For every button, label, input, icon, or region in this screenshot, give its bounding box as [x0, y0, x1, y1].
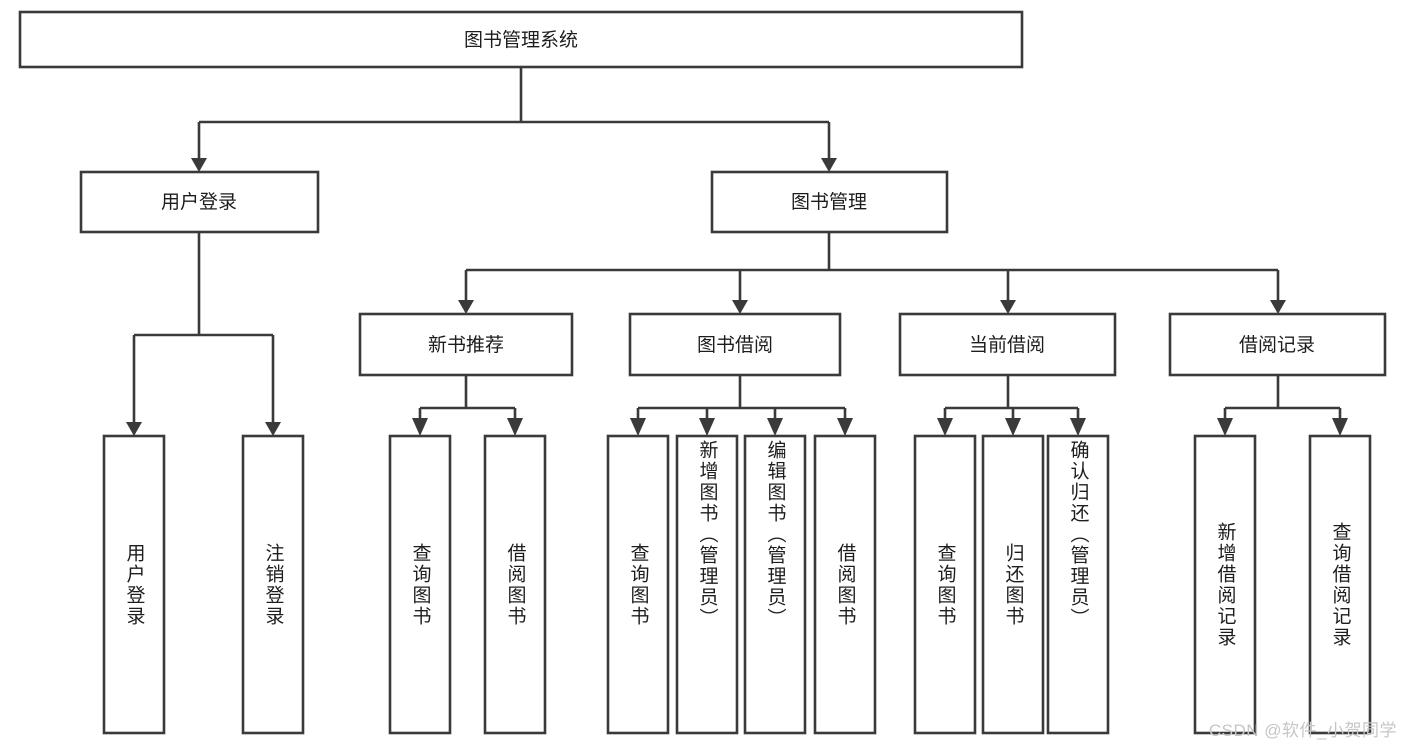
connector-layer	[126, 67, 1348, 436]
node-book-management-box[interactable]	[710, 170, 949, 234]
leaf-box-logout[interactable]	[241, 434, 305, 735]
arrowhead-leaf-logout	[265, 422, 281, 436]
node-user-login[interactable]: 用户登录	[79, 170, 320, 234]
arrowhead-leaf-add-record	[1217, 418, 1233, 436]
node-root[interactable]: 图书管理系统	[18, 10, 1024, 69]
node-book-management-label: 图书管理	[791, 191, 867, 213]
node-borrow-record[interactable]: 借阅记录	[1168, 312, 1387, 377]
leaf-box-user-login[interactable]	[102, 434, 166, 735]
node-book-management[interactable]: 图书管理	[710, 170, 949, 234]
arrowhead-leaf-query-book-1	[412, 418, 428, 436]
node-new-book-recommend[interactable]: 新书推荐	[358, 312, 574, 377]
node-book-borrow-box[interactable]	[628, 312, 842, 377]
arrowhead-user-login	[191, 158, 207, 172]
node-new-book-recommend-label: 新书推荐	[428, 334, 504, 356]
leaf-box-borrow-book-2[interactable]	[813, 434, 877, 735]
leaf-boxes-layer	[102, 434, 1372, 735]
arrowhead-leaf-edit-book	[767, 418, 783, 436]
arrowhead-leaf-query-record	[1332, 418, 1348, 436]
watermark-csdn: CSDN @软件_小贺同学	[1208, 721, 1397, 740]
arrowhead-book-mgmt	[821, 158, 837, 172]
node-new-book-recommend-box[interactable]	[358, 312, 574, 377]
arrowhead-leaf-return-book	[1005, 418, 1021, 436]
leaf-box-query-book-3[interactable]	[913, 434, 977, 735]
node-root-label: 图书管理系统	[464, 29, 578, 51]
arrowhead-leaf-query-book-3	[937, 418, 953, 436]
node-book-borrow[interactable]: 图书借阅	[628, 312, 842, 377]
arrowhead-book-borrow	[732, 300, 748, 314]
arrowhead-leaf-borrow-book-2	[837, 418, 853, 436]
node-user-login-label: 用户登录	[161, 191, 237, 213]
node-current-borrow[interactable]: 当前借阅	[898, 312, 1117, 377]
node-root-box[interactable]	[18, 10, 1024, 69]
arrowhead-leaf-add-book	[699, 418, 715, 436]
arrowhead-leaf-query-book-2	[630, 418, 646, 436]
node-current-borrow-box[interactable]	[898, 312, 1117, 377]
node-borrow-record-label: 借阅记录	[1239, 334, 1315, 356]
node-book-borrow-label: 图书借阅	[697, 334, 773, 356]
leaf-box-borrow-book-1[interactable]	[483, 434, 547, 735]
leaf-box-add-book[interactable]	[675, 434, 739, 735]
arrowhead-borrow-record	[1270, 300, 1286, 314]
arrowhead-new-book-rec	[458, 300, 474, 314]
leaf-box-query-record[interactable]	[1308, 434, 1372, 735]
leaf-box-return-book[interactable]	[981, 434, 1045, 735]
leaf-box-edit-book[interactable]	[743, 434, 807, 735]
leaf-box-query-book-1[interactable]	[388, 434, 452, 735]
node-current-borrow-label: 当前借阅	[969, 334, 1045, 356]
arrowhead-leaf-borrow-book-1	[507, 418, 523, 436]
arrowhead-leaf-confirm-return	[1070, 418, 1086, 436]
node-user-login-box[interactable]	[79, 170, 320, 234]
arrowhead-leaf-user-login	[126, 422, 142, 436]
node-borrow-record-box[interactable]	[1168, 312, 1387, 377]
leaf-box-query-book-2[interactable]	[606, 434, 670, 735]
arrowhead-current-borrow	[1000, 300, 1016, 314]
leaf-box-add-record[interactable]	[1193, 434, 1257, 735]
leaf-box-confirm-return[interactable]	[1046, 434, 1110, 735]
